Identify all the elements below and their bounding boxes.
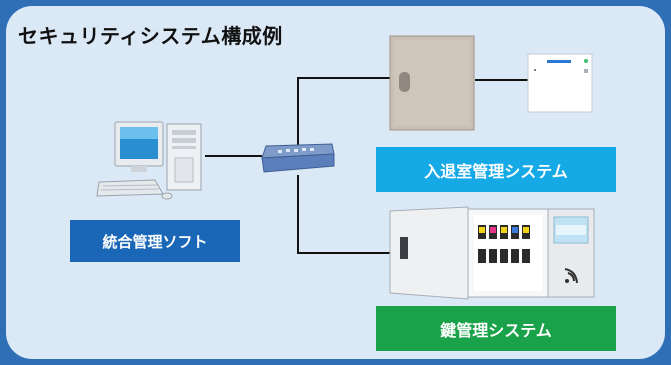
door-icon	[389, 35, 475, 131]
label-entry-exit-system: 入退室管理システム	[376, 147, 616, 192]
card-reader-icon	[527, 53, 593, 113]
page-title: セキュリティシステム構成例	[18, 24, 283, 48]
key-cabinet-icon	[389, 206, 595, 300]
label-key-management-system: 鍵管理システム	[376, 306, 616, 351]
network-hub-icon	[261, 143, 335, 173]
label-integrated-management-software: 統合管理ソフト	[70, 220, 240, 262]
desktop-pc-icon	[96, 121, 202, 200]
